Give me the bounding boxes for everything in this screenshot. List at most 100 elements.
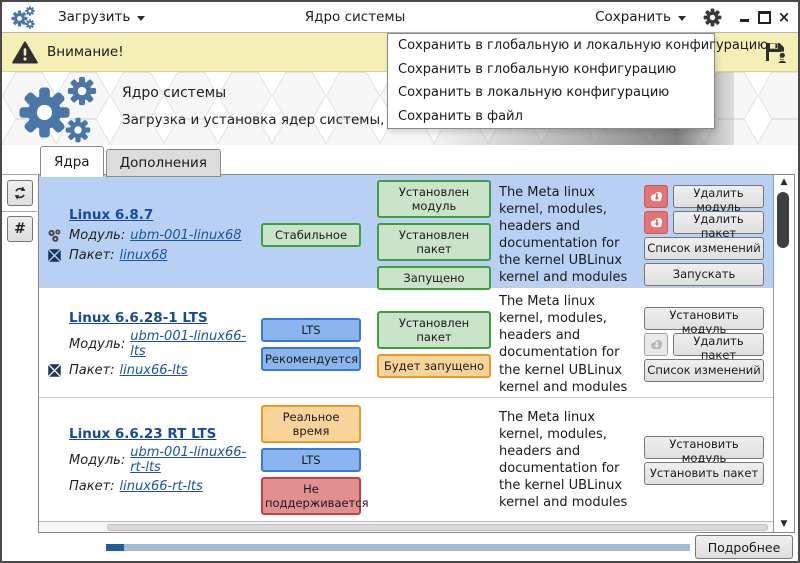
badge-column-2 bbox=[377, 403, 499, 517]
kernel-row: Linux 6.6.28-1 LTS Модуль: ubm-001-linux… bbox=[39, 287, 773, 397]
tab-ядра[interactable]: Ядра bbox=[40, 146, 104, 177]
scrollbar-thumb[interactable] bbox=[777, 192, 789, 248]
package-label: Пакет: bbox=[69, 247, 115, 263]
action-button[interactable]: Удалить пакет bbox=[673, 210, 764, 240]
kernel-description: The Meta linux kernel, modules, headers … bbox=[499, 184, 628, 286]
package-link[interactable]: linux66-rt-lts bbox=[119, 478, 203, 494]
package-label: Пакет: bbox=[69, 362, 115, 378]
badge-column-1: Стабильное bbox=[261, 180, 377, 290]
kernel-row: Linux 6.6.23 RT LTS Модуль: ubm-001-linu… bbox=[39, 397, 773, 522]
kernel-description: The Meta linux kernel, modules, headers … bbox=[499, 294, 628, 395]
settings-gear-icon[interactable] bbox=[703, 8, 722, 27]
maximize-button[interactable] bbox=[757, 9, 771, 25]
load-menu-label: Загрузить bbox=[58, 9, 131, 25]
save-menu-label: Сохранить bbox=[595, 9, 671, 25]
status-badge: Рекомендуется bbox=[261, 346, 361, 371]
kernel-name-link[interactable]: Linux 6.8.7 bbox=[69, 207, 154, 223]
tab-дополнения[interactable]: Дополнения bbox=[105, 149, 221, 177]
warning-label: Внимание! bbox=[47, 44, 124, 60]
save-config-user-icon[interactable] bbox=[763, 40, 788, 64]
save-menu-item[interactable]: Сохранить в глобальную и локальную конфи… bbox=[398, 38, 769, 53]
package-icon bbox=[47, 248, 69, 263]
kernel-info: Linux 6.8.7 Модуль: ubm-001-linux68 bbox=[47, 180, 261, 290]
cloud-remove-red-icon[interactable] bbox=[644, 184, 668, 208]
status-badge: Будет запущено bbox=[377, 353, 491, 378]
action-button[interactable]: Запускать bbox=[644, 262, 764, 286]
kernel-info: Linux 6.6.28-1 LTS Модуль: ubm-001-linux… bbox=[47, 293, 261, 396]
action-button[interactable]: Список изменений bbox=[644, 236, 764, 260]
app-gears-icon bbox=[10, 5, 36, 30]
refresh-icon bbox=[12, 185, 28, 201]
chevron-down-icon bbox=[137, 15, 146, 21]
progress-fill bbox=[106, 544, 124, 551]
page-title: Ядро системы bbox=[122, 85, 227, 101]
module-icon bbox=[47, 228, 69, 243]
close-icon: × bbox=[777, 8, 791, 26]
chevron-down-icon bbox=[678, 15, 686, 21]
close-button[interactable]: × bbox=[777, 9, 791, 25]
kernel-description: The Meta linux kernel, modules, headers … bbox=[499, 409, 628, 511]
vertical-scrollbar[interactable]: ▲ ▼ bbox=[773, 175, 794, 532]
kernel-name-link[interactable]: Linux 6.6.28-1 LTS bbox=[69, 310, 208, 327]
action-button[interactable]: Удалить модуль bbox=[673, 184, 764, 214]
kernel-row: Linux 6.8.7 Модуль: ubm-001-linux68 bbox=[39, 175, 773, 290]
load-menu-button[interactable]: Загрузить bbox=[52, 5, 151, 29]
action-button[interactable]: Установить модуль bbox=[644, 435, 764, 465]
save-menu-item[interactable]: Сохранить в локальную конфигурацию bbox=[398, 85, 670, 100]
module-link[interactable]: ubm-001-linux66-lts bbox=[130, 329, 247, 360]
warning-triangle-icon bbox=[12, 41, 38, 64]
kernel-name-link[interactable]: Linux 6.6.23 RT LTS bbox=[69, 426, 217, 442]
save-menu: Сохранить в глобальную и локальную конфи… bbox=[387, 33, 769, 129]
package-link[interactable]: linux66-lts bbox=[119, 362, 188, 378]
module-link[interactable]: ubm-001-linux68 bbox=[130, 227, 242, 243]
status-badge: Стабильное bbox=[261, 223, 361, 247]
action-button[interactable]: Список изменений bbox=[644, 358, 764, 382]
scroll-down-arrow-icon[interactable]: ▼ bbox=[780, 519, 788, 529]
save-menu-item[interactable]: Сохранить в глобальную конфигурацию bbox=[398, 61, 677, 77]
hscrollbar-thumb[interactable] bbox=[107, 524, 768, 531]
progress-bar bbox=[106, 544, 690, 551]
action-button[interactable]: Удалить пакет bbox=[673, 332, 764, 362]
scroll-up-arrow-icon[interactable]: ▲ bbox=[780, 177, 788, 187]
kernel-list-panel: Linux 6.8.7 Модуль: ubm-001-linux68 bbox=[38, 174, 795, 533]
status-badge: Запущено bbox=[377, 266, 491, 290]
titlebar: Загрузить Ядро системы Сохранить × bbox=[2, 2, 798, 33]
minimize-button[interactable] bbox=[737, 9, 751, 25]
module-label: Модуль: bbox=[69, 227, 126, 243]
cloud-gray-icon[interactable] bbox=[644, 332, 668, 356]
side-separator bbox=[2, 211, 37, 212]
kernel-list: Linux 6.8.7 Модуль: ubm-001-linux68 bbox=[39, 175, 773, 522]
refresh-button[interactable] bbox=[7, 180, 33, 206]
hash-button[interactable]: # bbox=[7, 216, 33, 242]
status-badge: Установлен пакет bbox=[377, 310, 491, 349]
package-icon bbox=[47, 363, 69, 378]
save-menu-button[interactable]: Сохранить bbox=[589, 5, 692, 29]
badge-column-1: LTS Рекомендуется bbox=[261, 293, 377, 396]
action-button[interactable]: Установить модуль bbox=[644, 306, 764, 336]
module-label: Модуль: bbox=[69, 452, 126, 468]
minimize-icon bbox=[739, 19, 749, 22]
action-button[interactable]: Установить пакет bbox=[644, 461, 764, 485]
status-badge: Установлен пакет bbox=[377, 223, 491, 261]
maximize-icon bbox=[757, 10, 771, 24]
status-badge: LTS bbox=[261, 448, 361, 472]
status-badge: Не поддерживается bbox=[261, 477, 369, 515]
save-menu-item[interactable]: Сохранить в файл bbox=[398, 108, 523, 124]
details-button[interactable]: Подробнее bbox=[695, 535, 793, 559]
cloud-remove-red-icon[interactable] bbox=[644, 210, 668, 234]
status-badge: LTS bbox=[261, 317, 361, 342]
status-badge: Установлен модуль bbox=[377, 180, 491, 218]
package-link[interactable]: linux68 bbox=[119, 247, 168, 263]
horizontal-scrollbar[interactable] bbox=[39, 521, 773, 532]
header-gears-icon bbox=[14, 74, 110, 145]
kernel-info: Linux 6.6.23 RT LTS Модуль: ubm-001-linu… bbox=[47, 403, 261, 517]
module-link[interactable]: ubm-001-linux66-rt-lts bbox=[130, 445, 247, 475]
